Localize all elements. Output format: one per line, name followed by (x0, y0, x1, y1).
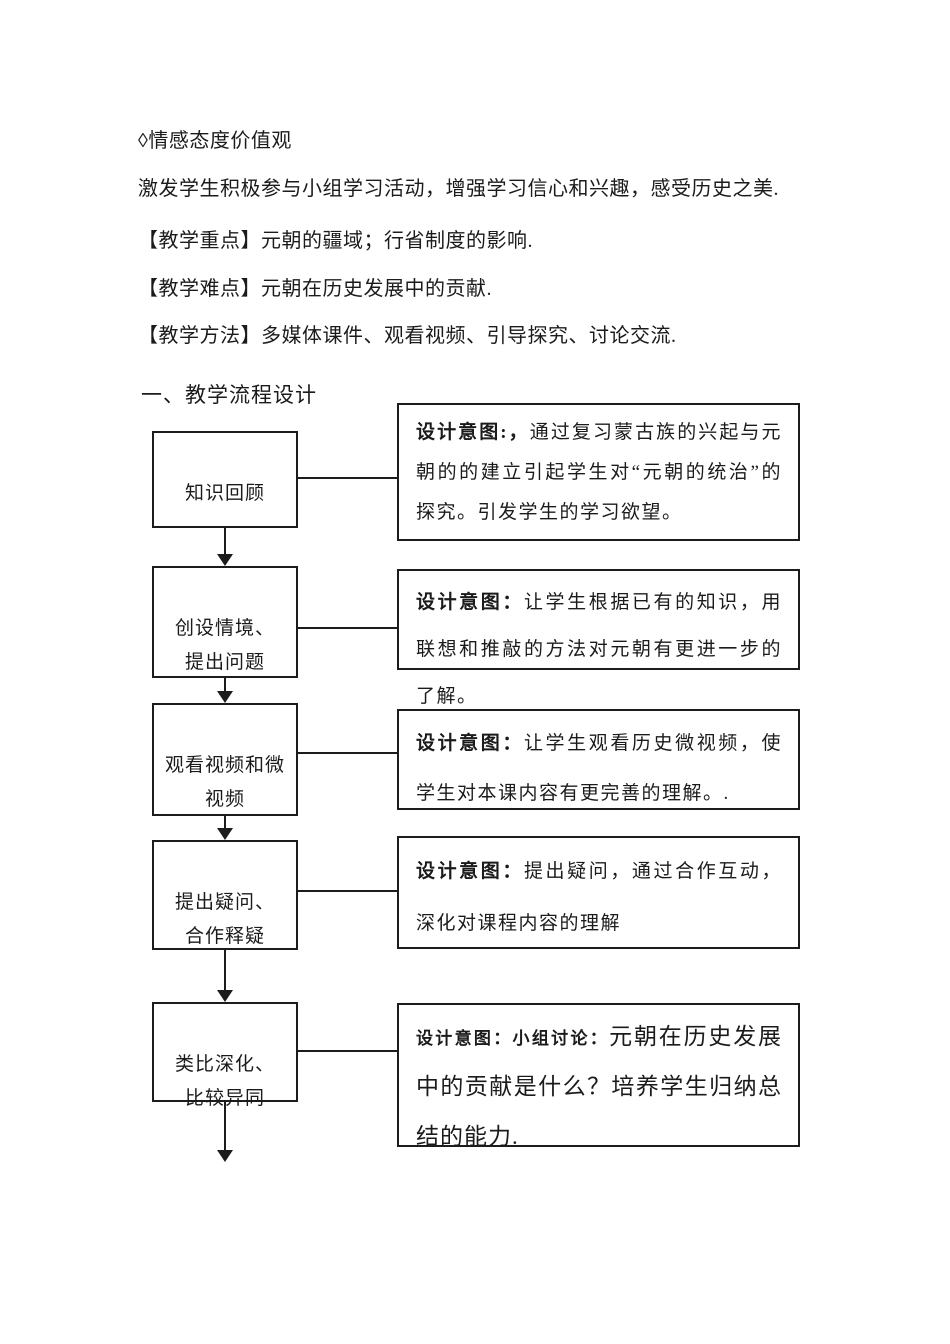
step-label: 创设情境、 提出问题 (174, 618, 275, 673)
down-arrow-shaft-2 (224, 678, 226, 691)
down-arrow-head-icon (217, 554, 233, 566)
teaching-difficulties-line: 【教学难点】元朝在历史发展中的贡献. (138, 278, 492, 300)
affective-objectives-heading: ◊情感态度价值观 (138, 130, 292, 152)
design-intent-label: 设计意图： (416, 733, 524, 754)
teaching-methods-line: 【教学方法】多媒体课件、观看视频、引导探究、讨论交流. (138, 325, 677, 347)
down-arrow-shaft-5 (224, 1102, 226, 1150)
design-intent-text-large: 元朝在历史发展中的贡献是什么？培养学生归纳总结的能力. (416, 1024, 782, 1149)
design-intent-note-3: 设计意图：让学生观看历史微视频，使学生对本课内容有更完善的理解。. (397, 709, 800, 810)
step-label: 类比深化、 比较异同 (174, 1054, 275, 1109)
step-analogy-compare-box: 类比深化、 比较异同 (152, 1002, 298, 1109)
step-label: 提出疑问、 合作释疑 (174, 892, 275, 947)
design-intent-label: 设计意图:， (416, 422, 530, 443)
step-knowledge-review-box: 知识回顾 (152, 431, 298, 528)
down-arrow-head-icon (217, 990, 233, 1002)
connector-line-4 (297, 890, 397, 892)
step-watch-video-box: 观看视频和微 视频 (152, 703, 298, 816)
section-heading-teaching-flow: 一、教学流程设计 (141, 383, 317, 407)
design-intent-text: 让学生观看历史微视频，使学生对本课内容有更完善的理解。. (416, 733, 782, 804)
down-arrow-shaft-1 (224, 528, 226, 554)
design-intent-text: 提出疑问，通过合作互动，深化对课程内容的理解 (416, 861, 782, 934)
design-intent-note-2: 设计意图：让学生根据已有的知识，用联想和推敲的方法对元朝有更进一步的了解。 (397, 569, 800, 707)
connector-line-1 (297, 477, 397, 479)
design-intent-note-5: 设计意图：小组讨论：元朝在历史发展中的贡献是什么？培养学生归纳总结的能力. (397, 1003, 800, 1149)
down-arrow-shaft-4 (224, 950, 226, 990)
down-arrow-head-icon (217, 828, 233, 840)
design-intent-label: 设计意图： (416, 861, 524, 882)
step-raise-questions-box: 提出疑问、 合作释疑 (152, 840, 298, 950)
down-arrow-head-icon (217, 1150, 233, 1162)
connector-line-5 (297, 1050, 397, 1052)
step-label: 知识回顾 (184, 483, 265, 504)
down-arrow-shaft-3 (224, 816, 226, 828)
down-arrow-head-icon (217, 691, 233, 703)
connector-line-2 (297, 627, 397, 629)
design-intent-text: 通过复习蒙古族的兴起与元朝的的建立引起学生对“元朝的统治”的探究。引发学生的学习… (416, 422, 782, 523)
affective-objectives-text: 激发学生积极参与小组学习活动，增强学习信心和兴趣，感受历史之美. (138, 178, 779, 200)
design-intent-note-1: 设计意图:，通过复习蒙古族的兴起与元朝的的建立引起学生对“元朝的统治”的探究。引… (397, 403, 800, 541)
design-intent-text: 让学生根据已有的知识，用联想和推敲的方法对元朝有更进一步的了解。 (416, 592, 782, 707)
connector-line-3 (297, 752, 397, 754)
step-label: 观看视频和微 视频 (164, 755, 285, 810)
teaching-key-points-line: 【教学重点】元朝的疆域；行省制度的影响. (138, 230, 533, 252)
design-intent-label: 设计意图：小组讨论： (416, 1029, 610, 1048)
step-create-situation-box: 创设情境、 提出问题 (152, 566, 298, 678)
design-intent-note-4: 设计意图：提出疑问，通过合作互动，深化对课程内容的理解 (397, 836, 800, 949)
design-intent-label: 设计意图： (416, 592, 524, 613)
